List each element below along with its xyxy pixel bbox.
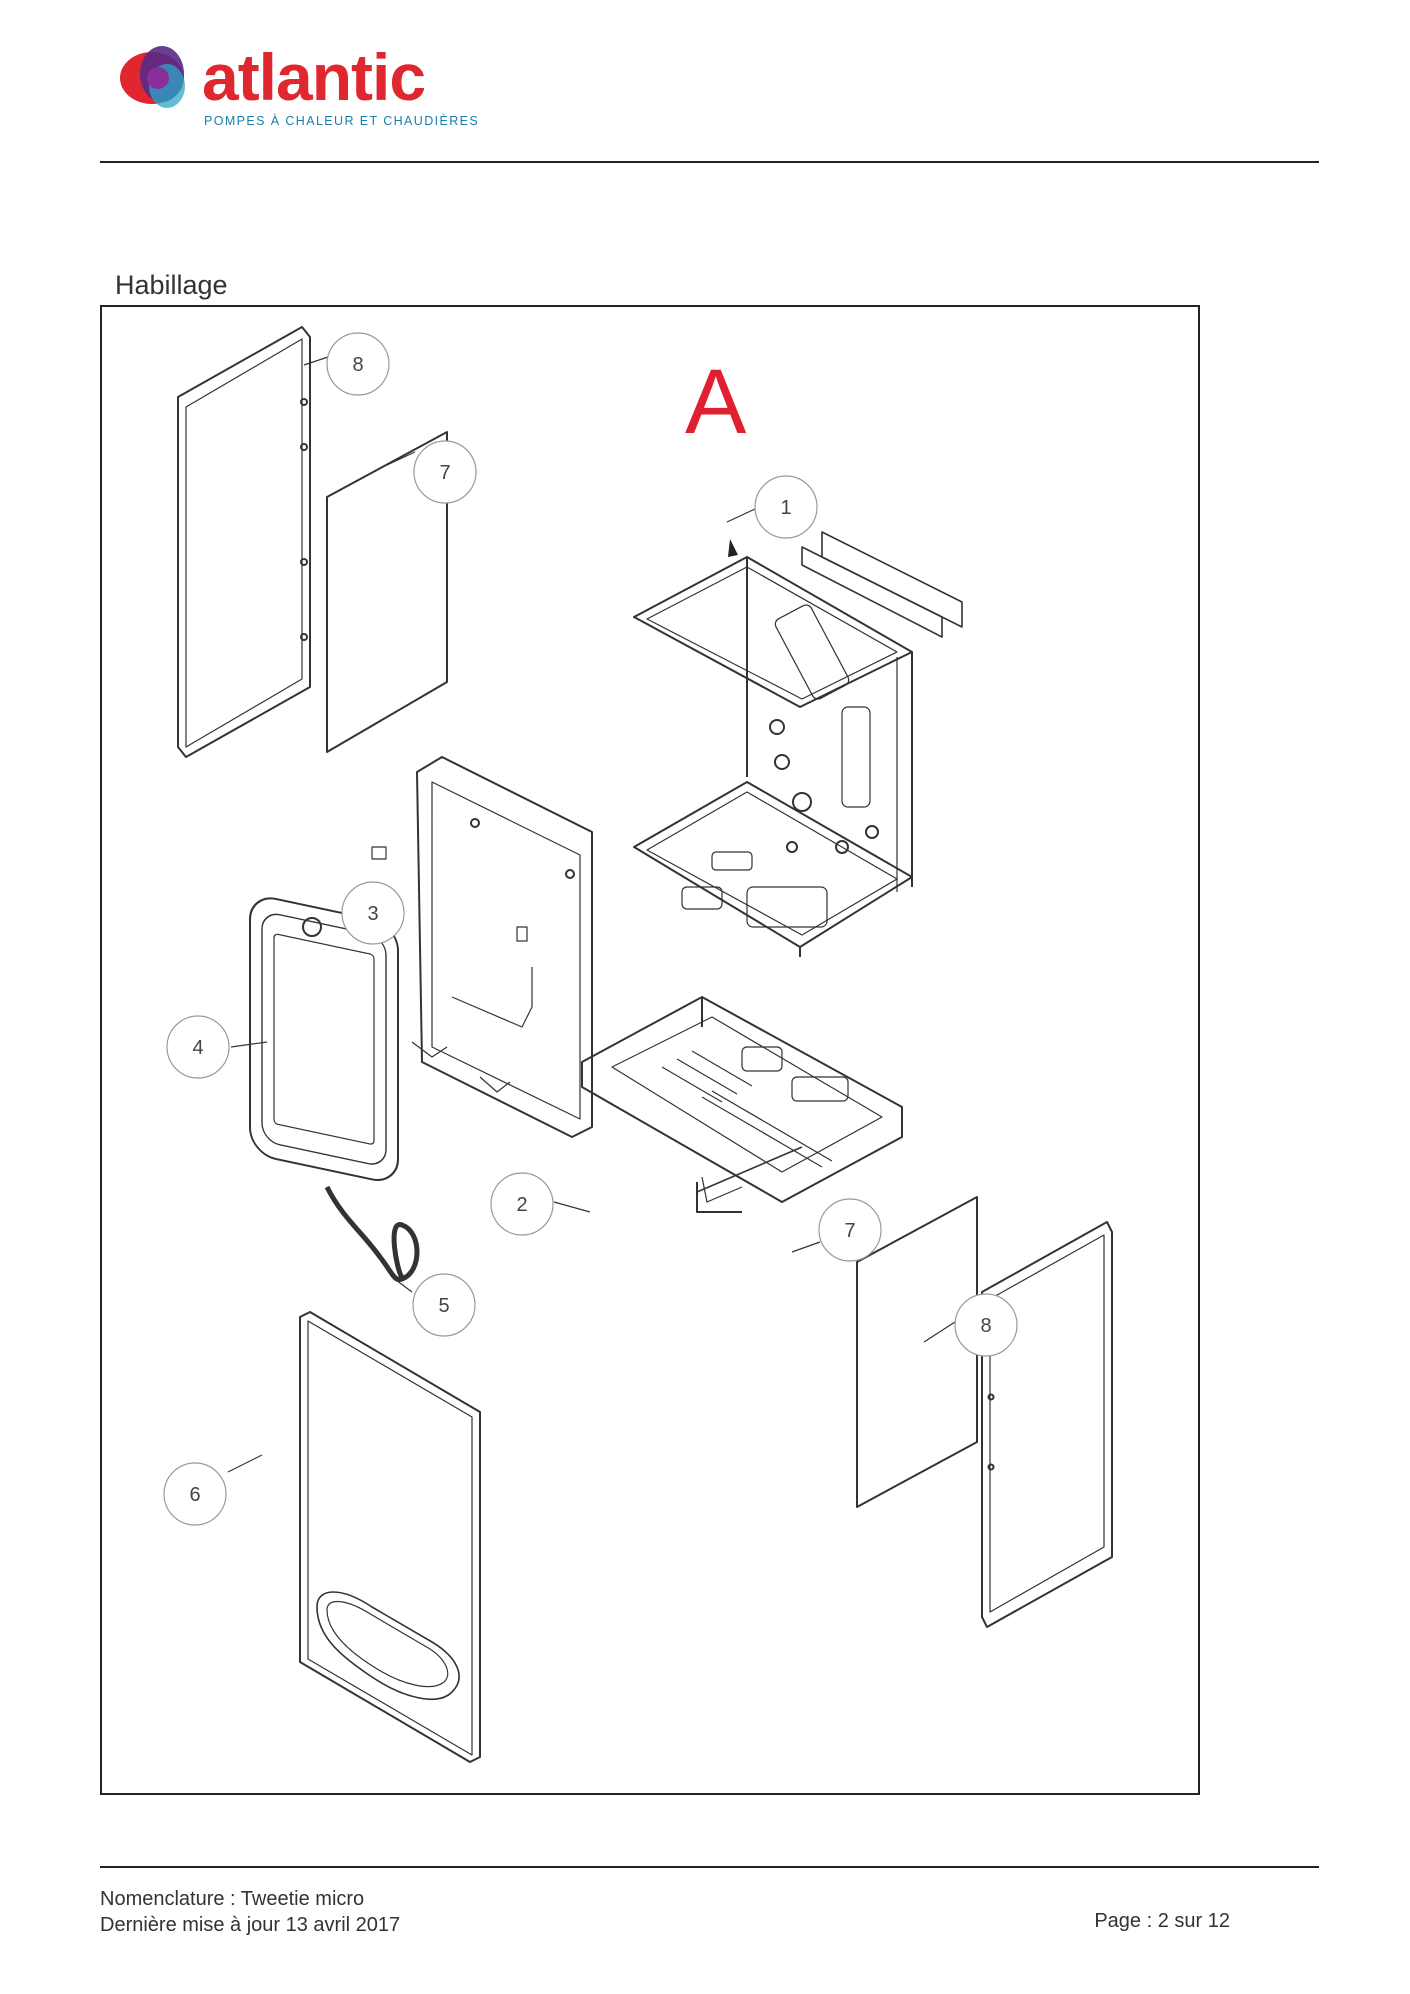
part-7-lower-insulation-panel (856, 1196, 978, 1508)
callout-4: 4 (192, 1037, 203, 1059)
footer-divider (100, 1866, 1319, 1868)
brand-name: atlantic (202, 40, 425, 114)
callout-6: 6 (189, 1484, 200, 1506)
part-6-front-cover (299, 1311, 481, 1763)
callout-5: 5 (438, 1295, 449, 1317)
callout-3: 3 (367, 903, 378, 925)
part-1-chassis (633, 531, 963, 957)
callout-7-lower: 7 (844, 1220, 855, 1242)
atlantic-logo: atlantic POMPES À CHALEUR ET CHAUDIÈRES (120, 40, 479, 128)
part-7-top-insulation-panel (326, 431, 448, 753)
callout-8-top: 8 (352, 354, 363, 376)
brand-tagline: POMPES À CHALEUR ET CHAUDIÈRES (204, 113, 479, 128)
view-label: A (685, 351, 747, 453)
callout-1: 1 (780, 497, 791, 519)
part-3-inner-frame (371, 756, 593, 1138)
part-5-hose (324, 1185, 420, 1282)
callout-7-top: 7 (439, 462, 450, 484)
part-4-sealing-frame (249, 897, 399, 1181)
callout-8-lower: 8 (980, 1315, 991, 1337)
part-2-base-tray (581, 996, 903, 1203)
exploded-view-drawing: 8 7 1 3 4 2 7 5 8 6 (163, 326, 1113, 1763)
callout-numbers: 8 7 1 3 4 2 7 5 8 6 (189, 354, 991, 1506)
part-8-left-side-panel (177, 326, 311, 758)
footer-last-updated: Dernière mise à jour 13 avril 2017 (100, 1914, 401, 1936)
section-title: Habillage (115, 270, 228, 300)
part-2-pin (696, 1182, 742, 1213)
callout-2: 2 (516, 1194, 527, 1216)
callout-circles (163, 332, 1018, 1526)
header-divider (100, 161, 1319, 163)
atlantic-logo-icon (120, 46, 185, 108)
footer-page-number: Page : 2 sur 12 (1094, 1910, 1230, 1932)
footer-nomenclature: Nomenclature : Tweetie micro (100, 1888, 365, 1910)
exploded-view-frame: 8 7 1 3 4 2 7 5 8 6 (100, 305, 1200, 1795)
part-8-right-side-panel (981, 1221, 1113, 1628)
